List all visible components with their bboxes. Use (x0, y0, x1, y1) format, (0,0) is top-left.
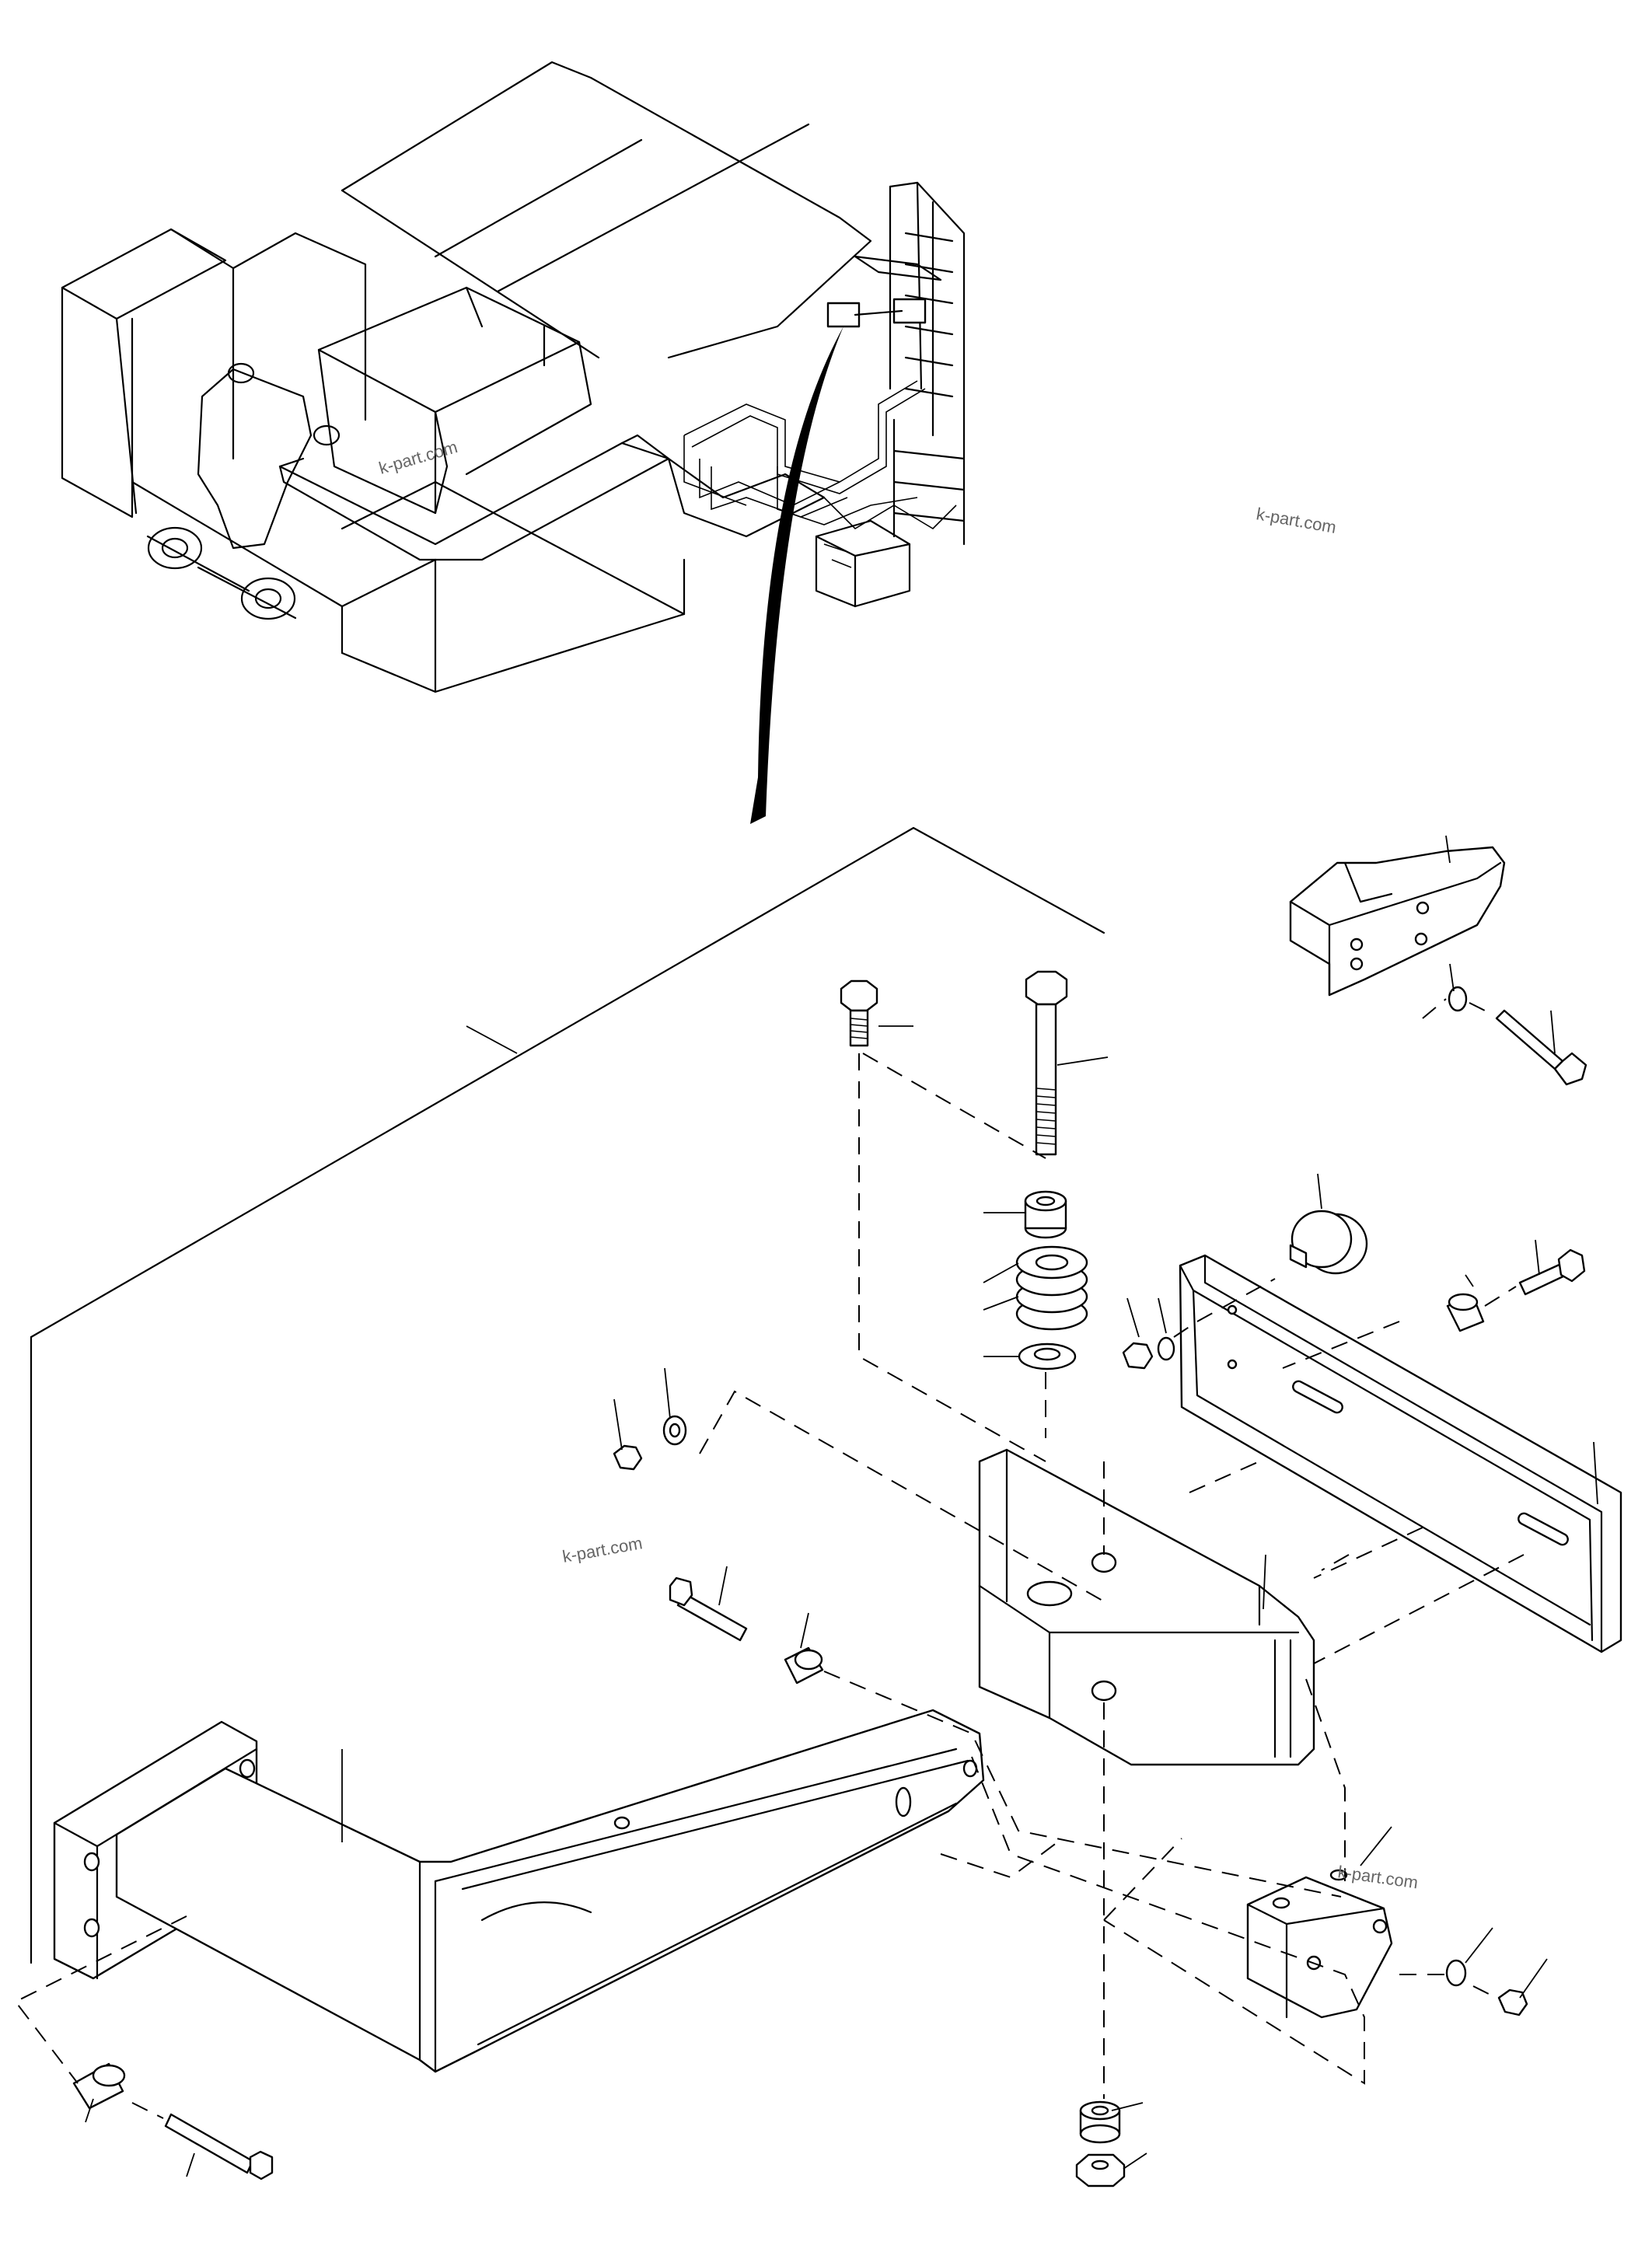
hex-nut-left (613, 1415, 687, 1471)
long-hex-bolt (1025, 970, 1068, 1156)
machine-overview (61, 61, 966, 824)
long-channel (1179, 1254, 1622, 1653)
side-hex-nut (1497, 1988, 1528, 2016)
lock-washer (1448, 986, 1468, 1012)
exploded-assembly (14, 826, 1622, 2187)
watermark-1: k-part.com (376, 437, 459, 478)
lower-bolt (164, 2113, 274, 2180)
bolt-mid (669, 1576, 748, 1642)
watermark-4: k-part.com (1336, 1862, 1419, 1892)
watermark-3: k-part.com (561, 1533, 644, 1566)
flat-washer (1018, 1342, 1077, 1370)
spring-stack (1015, 1245, 1088, 1331)
top-bracket-bolt (1495, 1009, 1587, 1086)
rubber-bushing (1024, 1190, 1067, 1239)
bottom-hex-nut (1075, 2153, 1126, 2187)
rubber-mount (1289, 1210, 1368, 1275)
spacer-right (1446, 1293, 1485, 1332)
spacer-mid (784, 1646, 824, 1685)
swing-arm (53, 1709, 985, 2073)
hex-nut-mid (1122, 1336, 1175, 1370)
bolt-right (1518, 1248, 1586, 1296)
top-bracket (1289, 846, 1506, 997)
bottom-bushing (1079, 2100, 1121, 2144)
side-lock-washer (1445, 1959, 1467, 1987)
watermark-2: k-part.com (1255, 504, 1338, 537)
mount-plate-bracket (978, 1448, 1315, 1766)
short-hex-bolt (840, 979, 878, 1047)
side-block (1246, 1869, 1393, 2019)
lower-spacer (72, 2062, 126, 2110)
